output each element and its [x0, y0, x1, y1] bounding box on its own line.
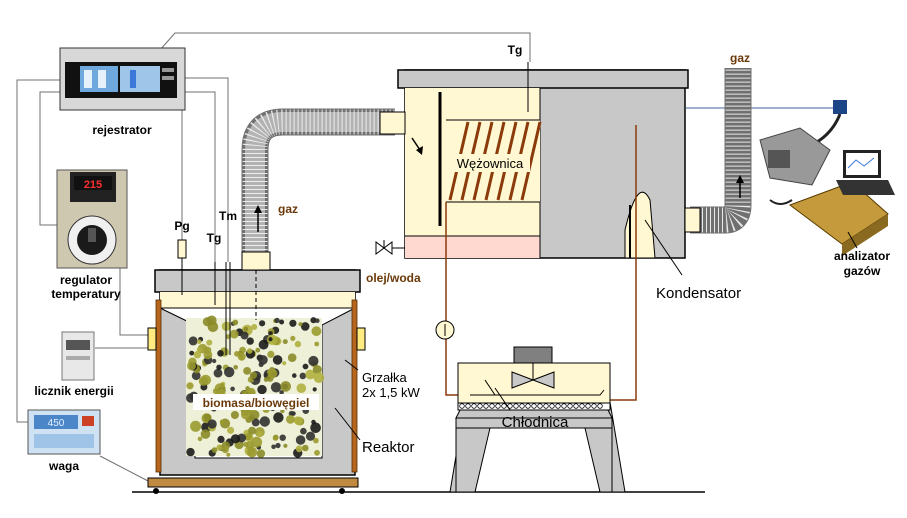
heater-right — [351, 299, 358, 473]
label-wezownica: Wężownica — [457, 156, 524, 171]
heater-left — [155, 299, 162, 473]
chiller-coils — [459, 379, 605, 409]
regulator-display: 215 — [84, 179, 102, 191]
pump[interactable] — [435, 320, 455, 340]
label-gaz-left: gaz — [278, 202, 298, 216]
label-analizator-2: gazów — [844, 264, 881, 278]
rejestrator-device — [59, 47, 186, 111]
condensate-drip — [624, 191, 656, 259]
label-tg-reactor: Tg — [207, 231, 222, 245]
label-waga: waga — [48, 459, 79, 473]
label-tg-condenser: Tg — [508, 43, 523, 57]
gas-arrow-left-head — [254, 205, 262, 213]
label-analizator: analizator — [834, 249, 890, 263]
label-regulator: regulator — [60, 273, 112, 287]
gas-pipe-right — [690, 68, 752, 234]
scale-display: 450 — [48, 418, 65, 429]
label-pg: Pg — [174, 219, 189, 233]
flange-right — [356, 327, 366, 351]
reactor-base — [147, 477, 359, 488]
label-chlodnica: Chłodnica — [502, 414, 569, 431]
label-reaktor: Reaktor — [362, 439, 415, 456]
label-gaz-right: gaz — [730, 51, 750, 65]
reactor-sensors — [177, 239, 231, 355]
chiller-fan-icon — [511, 371, 555, 389]
label-olej-woda: olej/woda — [366, 271, 421, 285]
gas-pipe-left — [241, 108, 395, 258]
regulator-device: 215 — [56, 169, 128, 269]
chiller — [449, 346, 626, 493]
energy-meter-device — [61, 331, 95, 381]
condenser-outlet — [684, 207, 701, 233]
scale-device: 450 — [27, 409, 101, 455]
flange-left — [147, 327, 157, 351]
pointer-lines — [334, 219, 858, 441]
label-grzalka-2: 2x 1,5 kW — [362, 385, 421, 400]
label-grzalka: Grzałka — [362, 370, 408, 385]
gas-analyzer-device — [759, 100, 895, 256]
label-rejestrator: rejestrator — [92, 123, 152, 137]
label-licznik: licznik energii — [34, 384, 113, 398]
condenser-inlet — [379, 111, 406, 135]
gas-arrow-right-head — [736, 175, 744, 183]
cooling-lines — [445, 125, 637, 401]
condenser — [375, 62, 701, 259]
chiller-fan-motor — [513, 346, 553, 364]
label-biomasa: biomasa/biowęgiel — [203, 396, 310, 410]
label-tm: Tm — [219, 209, 237, 223]
label-regulator-2: temperatury — [51, 287, 121, 301]
reactor-gas-outlet — [241, 251, 271, 271]
label-kondensator: Kondensator — [656, 285, 741, 302]
